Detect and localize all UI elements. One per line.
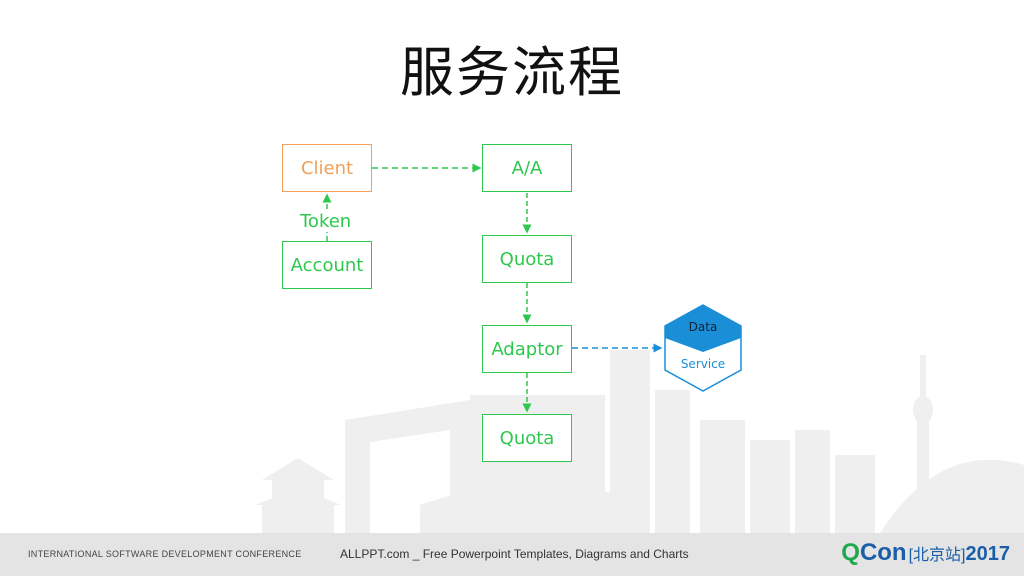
logo-location: [北京站] (909, 541, 966, 565)
logo-q: Q (841, 539, 860, 567)
logo-year: 2017 (966, 543, 1011, 566)
footer-conference-name: INTERNATIONAL SOFTWARE DEVELOPMENT CONFE… (28, 549, 302, 559)
footer-credit: ALLPPT.com _ Free Powerpoint Templates, … (340, 547, 689, 561)
node-adaptor: Adaptor (482, 325, 572, 373)
data-service-label-top: Data (663, 320, 743, 334)
node-quota-2: Quota (482, 414, 572, 462)
node-aa: A/A (482, 144, 572, 192)
node-quota-1: Quota (482, 235, 572, 283)
footer-bar: INTERNATIONAL SOFTWARE DEVELOPMENT CONFE… (0, 533, 1024, 576)
page-title: 服务流程 (0, 28, 1024, 107)
edge-label-token: Token (298, 211, 353, 232)
node-client: Client (282, 144, 372, 192)
qcon-logo: Q Con [北京站] 2017 (841, 539, 1010, 567)
data-service-label-bottom: Service (663, 357, 743, 371)
node-account: Account (282, 241, 372, 289)
logo-con: Con (860, 539, 907, 567)
